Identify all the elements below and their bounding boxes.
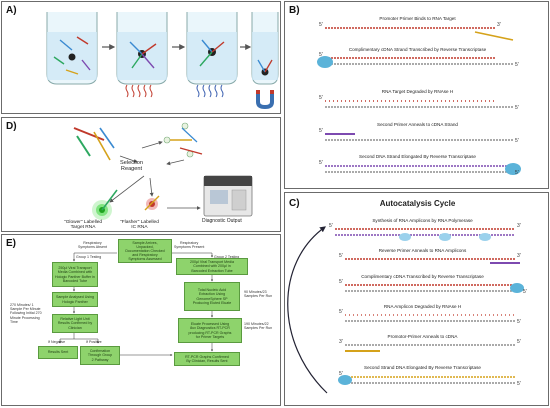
panel-d-illustration: [73, 122, 253, 220]
panel-d-label: D): [6, 121, 17, 132]
svg-text:5': 5': [515, 138, 519, 144]
panel-c: C) Autocatalysis Cycle 5' 3': [284, 192, 549, 406]
flasher-label: "Flasher" Labelled IC RNA: [120, 220, 159, 231]
group2-step-extraction: Total Nucleic Acid Extraction Using Geno…: [184, 282, 240, 311]
panel-b-label: B): [289, 5, 300, 16]
cooling-waves: [196, 84, 224, 98]
group1-timing: 270 Minutes/ 1 Sample Per Minute Followi…: [10, 303, 42, 324]
if-positive-label: If Positive: [86, 340, 102, 344]
resp-present-label: Respiratory Symptoms Present: [174, 241, 205, 250]
c-step2: Reverse Primer Anneals to RNA Amplicons: [378, 248, 467, 253]
b-step5: Second DNA Strand Elongated By Reverse T…: [359, 154, 476, 159]
group1-results-sent: Results Sent: [38, 346, 78, 359]
group2-timing-2: 190 Minutes/22 Samples Per Run: [244, 322, 273, 331]
panel-b: B) 5' 3' 5' 5' 5' 5' 5' 5' 5' 5' Promoter Pri…: [284, 1, 549, 189]
panel-a-illustration: [46, 12, 279, 109]
svg-text:5': 5': [517, 319, 521, 325]
svg-text:5': 5': [319, 95, 323, 101]
c-step3: Complimentary cDNA Transcribed by Revers…: [361, 274, 484, 279]
resp-absent-label: Respiratory Symptoms Absent: [78, 241, 107, 250]
panel-a: A): [1, 1, 281, 114]
group2-step-rtpcr: Eluate Processed Using 8ux Diagnostics R…: [178, 318, 242, 343]
svg-text:3': 3': [497, 22, 501, 28]
c-step6: Second Strand DNA Elongated By Reverse T…: [364, 365, 481, 370]
svg-text:5': 5': [319, 52, 323, 58]
svg-text:3': 3': [517, 223, 521, 229]
diagnostic-instrument-icon: [203, 175, 253, 217]
b-step1: Promoter Primer Binds to RNA Target: [379, 16, 456, 21]
heat-waves: [125, 84, 153, 98]
svg-text:5': 5': [523, 289, 527, 295]
panel-d: D): [1, 117, 281, 232]
panel-c-illustration: 5' 3' 5' 3' 5' 5' 5' 5' 3' 5' 5' 5': [287, 223, 527, 394]
tube-3: [186, 12, 238, 85]
panel-e: E) Respiratory Symptoms Absent Respirato…: [1, 234, 281, 406]
glower-label: "Glower" Labelled Target RNA: [64, 220, 103, 231]
panel-c-label: C): [289, 198, 300, 209]
svg-text:3': 3': [339, 339, 343, 345]
svg-text:5': 5': [339, 309, 343, 315]
panel-e-label: E): [6, 238, 16, 249]
group2-results-sent: RT-PCR Graphs Confirmed By Clinician, Re…: [174, 352, 240, 366]
c-step4: RNA Amplicon Degraded by RNAse H: [383, 304, 462, 309]
group2-label: Group 2 Testing: [214, 255, 240, 259]
svg-text:5': 5': [339, 253, 343, 259]
svg-text:5': 5': [319, 128, 323, 134]
group1-confirmation: Confirmation Through Group 2 Pathway: [80, 346, 120, 365]
svg-text:5': 5': [339, 279, 343, 285]
tube-2: [116, 12, 168, 85]
tube-4: [251, 12, 279, 85]
b-step3: RNA Target Degraded by RNAse H: [381, 89, 454, 94]
group1-step-rlu: Relative Light Unit Results Confirmed by…: [52, 314, 98, 333]
c-step5: Promotor-Primer Anneals to cDNA: [387, 334, 458, 339]
svg-text:5': 5': [339, 371, 343, 377]
diagnostic-output-label: Diagnostic Output: [202, 218, 242, 224]
tube-1: [46, 12, 98, 85]
selection-reagent-label: Selection Reagent: [120, 160, 144, 173]
svg-text:5': 5': [517, 339, 521, 345]
group2-step-prep: 200μl Viral Transport Media Combined wit…: [176, 258, 248, 275]
group1-label: Group 1 Testing: [76, 255, 102, 259]
svg-text:5': 5': [329, 223, 333, 229]
group2-timing-1: 90 Minutes/23 Samples Per Run: [244, 290, 273, 299]
group1-step-panther: Sample Analysed Using Hologic Panther: [52, 292, 98, 307]
panel-e-connectors: [59, 252, 213, 356]
if-negative-label: If Negative: [48, 340, 66, 344]
svg-text:5': 5': [517, 381, 521, 387]
autocatalysis-title: Autocatalysis Cycle: [379, 199, 456, 208]
c-step1: Synthesis of RNA Amplicons by RNA Polyme…: [372, 218, 473, 223]
svg-text:5': 5': [319, 22, 323, 28]
svg-text:5': 5': [515, 62, 519, 68]
svg-text:5': 5': [515, 170, 519, 176]
group1-step-prep: 250μl Viral Transport Media Combined wit…: [52, 262, 98, 287]
sample-arrival-box: Sample Arrives, Unpacked, Documentation …: [118, 239, 172, 263]
panel-a-label: A): [6, 5, 17, 16]
b-step4: Second Primer Anneals to cDNA Strand: [377, 122, 458, 127]
svg-text:5': 5': [515, 105, 519, 111]
svg-text:5': 5': [319, 160, 323, 166]
magnet-icon: [256, 90, 274, 109]
panel-b-illustration: 5' 3' 5' 5' 5' 5' 5' 5' 5' 5': [317, 22, 521, 176]
svg-text:3': 3': [517, 253, 521, 259]
b-step2: Complimentary cDNA Strand Transcribed by…: [348, 47, 487, 52]
